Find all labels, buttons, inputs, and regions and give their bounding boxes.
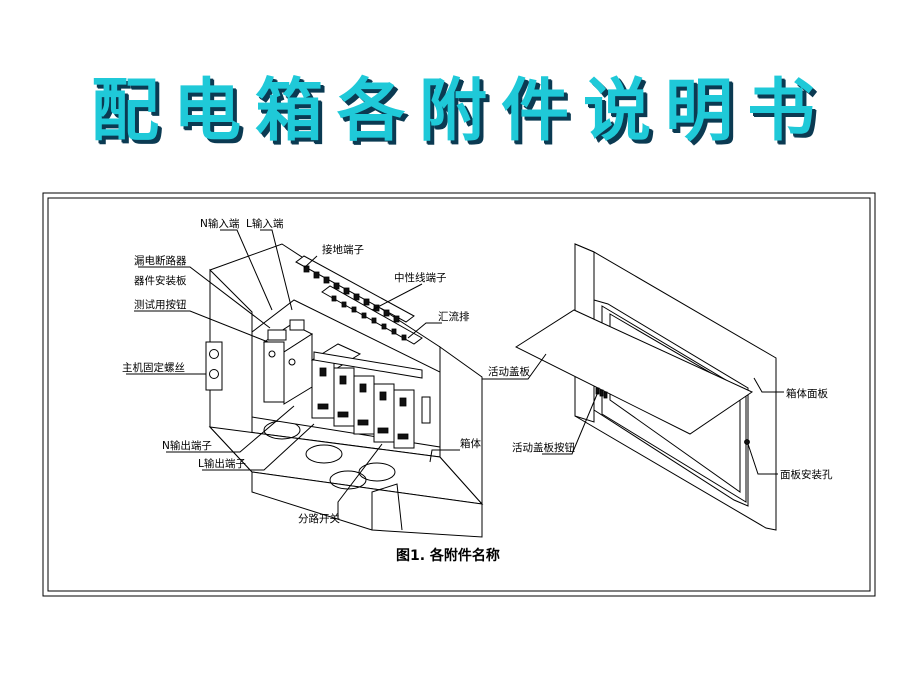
label-n-input: N输入端 [200, 217, 240, 230]
label-box-body: 箱体 [460, 437, 481, 450]
outer-frame [42, 192, 876, 597]
label-mount-plate: 器件安装板 [134, 274, 187, 287]
figure-caption: 图1. 各附件名称 [396, 547, 500, 564]
inner-frame [47, 197, 871, 592]
label-leakage-breaker: 漏电断路器 [134, 254, 187, 267]
label-main-screw: 主机固定螺丝 [122, 361, 185, 374]
label-cover: 活动盖板 [488, 365, 530, 378]
label-face-panel: 箱体面板 [786, 387, 828, 400]
enclosure-box [205, 243, 484, 538]
distribution-box-diagram: N输入端 L输入端 接地端子 漏电断路器 器件安装板 中性线端子 测试用按钮 汇… [42, 192, 876, 597]
label-l-output: L输出端子 [198, 457, 246, 470]
right-leader-lines [482, 353, 784, 475]
label-busbar: 汇流排 [438, 310, 470, 323]
label-neutral-terminal: 中性线端子 [394, 271, 447, 284]
label-n-output: N输出端子 [162, 439, 212, 452]
label-test-button: 测试用按钮 [134, 298, 187, 311]
label-branch-switch: 分路开关 [298, 512, 340, 525]
label-ground-terminal: 接地端子 [322, 243, 364, 256]
face-panel [514, 243, 777, 531]
label-l-input: L输入端 [246, 217, 284, 230]
left-leader-lines [126, 229, 460, 518]
label-cover-button: 活动盖板按钮 [512, 441, 575, 454]
page-title: 配电箱各附件说明书 [90, 72, 829, 151]
label-panel-hole: 面板安装孔 [780, 468, 833, 481]
